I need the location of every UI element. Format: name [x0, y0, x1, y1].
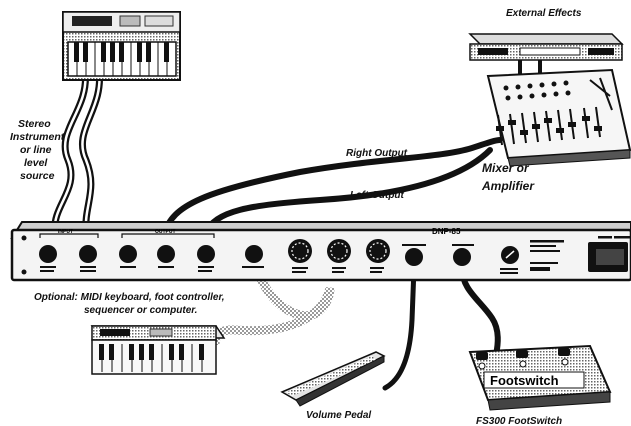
- midi-keyboard-icon: [92, 326, 224, 374]
- label-stereo-source-5: source: [20, 170, 55, 182]
- label-output-group: OUTPUT: [155, 229, 176, 235]
- mixer-icon: [488, 70, 630, 166]
- label-optional-2: sequencer or computer.: [84, 305, 197, 316]
- svg-text:Optional: MIDI keyboard, foot: Optional: MIDI keyboard, foot controller…: [34, 292, 227, 316]
- label-right-output: Right Output: [346, 148, 408, 159]
- midi-sockets: [288, 239, 390, 263]
- footswitch-brand: Footswitch: [490, 373, 559, 388]
- cable-volume-pedal: [385, 268, 414, 388]
- label-input-group: INPUT: [58, 229, 73, 235]
- label-stereo-source-4: level: [24, 157, 48, 169]
- label-optional-1: Optional: MIDI keyboard, foot controller…: [34, 292, 225, 303]
- svg-text:Mixer or Amplifier: Mixer or Amplifier: [481, 161, 535, 193]
- volume-pedal-icon: [282, 352, 384, 406]
- jack-output-left: [157, 245, 175, 263]
- label-stereo-source-1: Stereo: [18, 118, 51, 130]
- svg-text:Stereo Instrument: Stereo Instrument or line level source: [10, 118, 67, 182]
- jack-input-right: [79, 245, 97, 263]
- effects-rack-icon: [470, 34, 622, 60]
- output-jacks: [119, 245, 215, 263]
- label-left-output: Left Output: [350, 190, 405, 201]
- jack-output-right: [197, 245, 215, 263]
- label-mixer-2: Amplifier: [481, 179, 535, 193]
- jack-footswitch: [453, 248, 471, 266]
- jack-output-1: [119, 245, 137, 263]
- label-unit-name: DNP-85: [432, 227, 461, 236]
- label-stereo-source-2: Instrument: [10, 131, 65, 143]
- label-stereo-source-3: or line: [20, 144, 52, 156]
- footswitch-icon: Footswitch: [470, 346, 610, 410]
- processor-unit: [12, 222, 631, 280]
- label-mixer-1: Mixer or: [482, 161, 530, 175]
- jack-volume-pedal: [405, 248, 423, 266]
- jack-input-left: [39, 245, 57, 263]
- label-volume-pedal: Volume Pedal: [306, 410, 371, 421]
- jack-power: [245, 245, 263, 263]
- label-external-effects: External Effects: [506, 8, 582, 19]
- keyboard-icon: [63, 12, 180, 80]
- label-footswitch: FS300 FootSwitch: [476, 416, 562, 426]
